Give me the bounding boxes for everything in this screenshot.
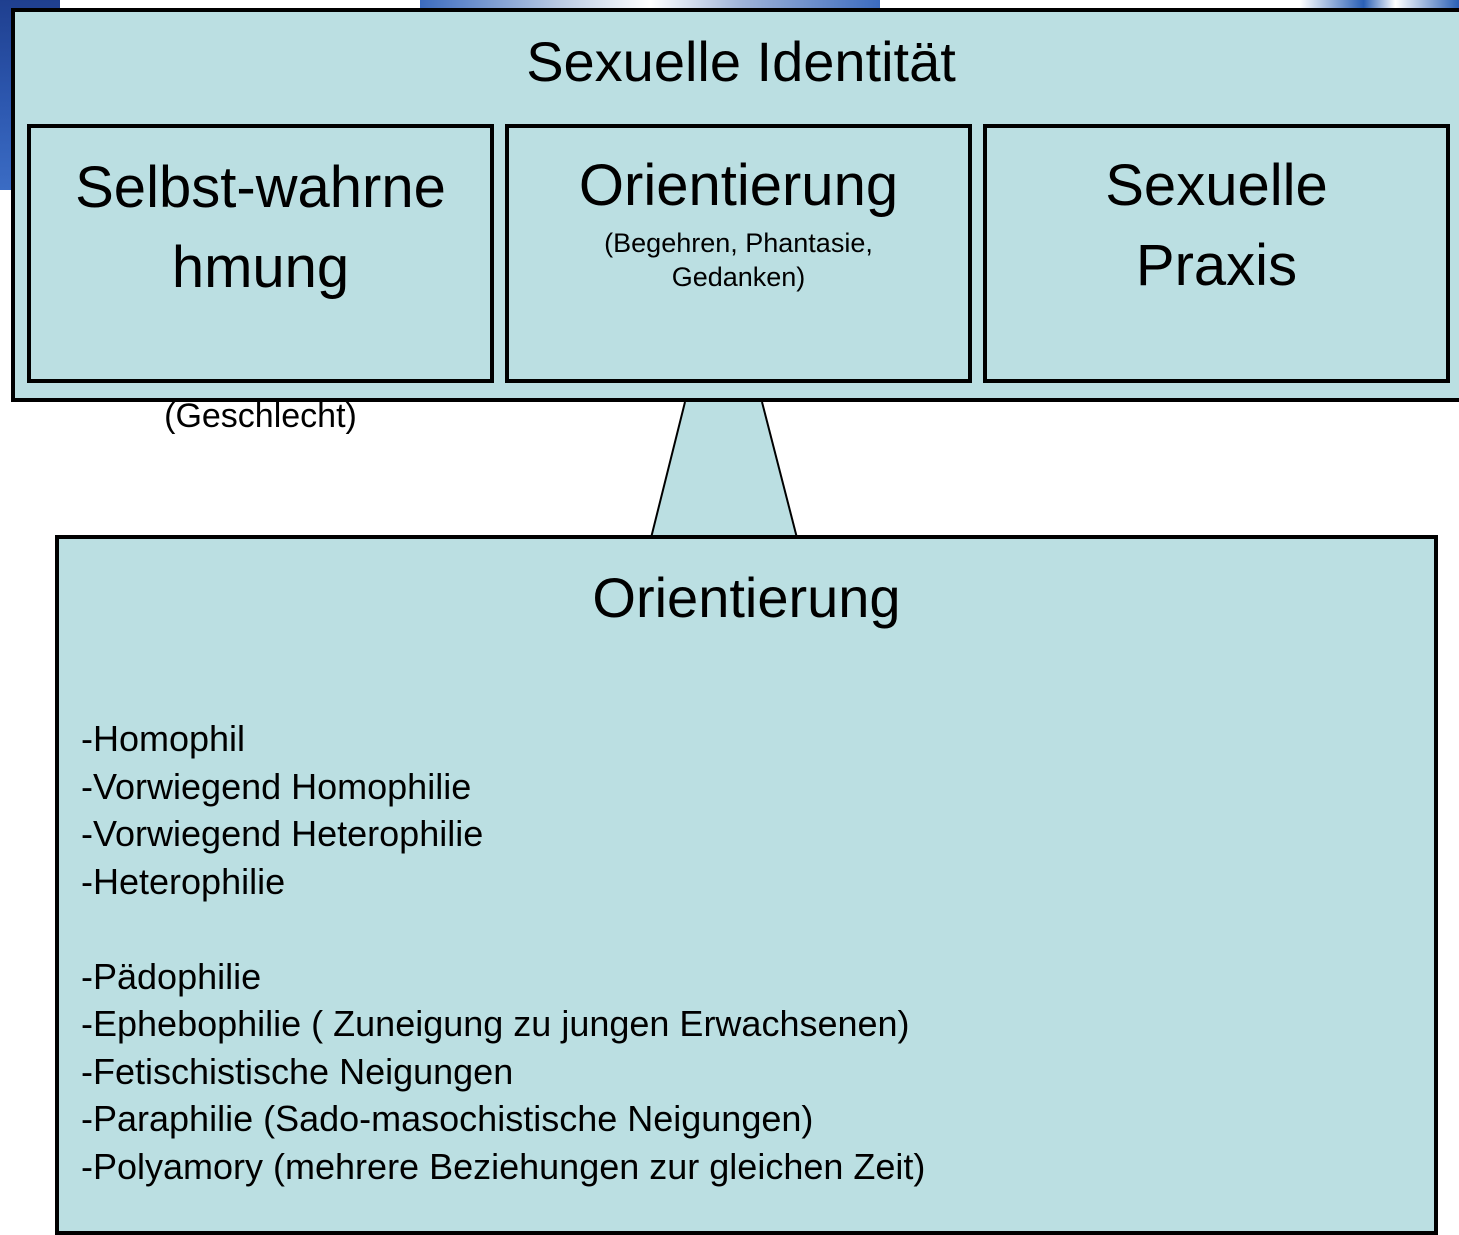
list-spacer <box>81 905 925 953</box>
background-logo-fragment <box>1300 0 1459 10</box>
orientation-list: -Homophil -Vorwiegend Homophilie -Vorwie… <box>81 715 925 1190</box>
component-self-perception: Selbst-wahrnehmung (Geschlecht) <box>27 124 494 434</box>
list-item: -Polyamory (mehrere Beziehungen zur glei… <box>81 1145 926 1187</box>
diagram-title: Sexuelle Identität <box>526 30 956 93</box>
component-label: Sexuelle Praxis <box>1105 153 1328 298</box>
list-item: -Homophil <box>81 718 246 759</box>
background-slide-image <box>420 0 880 10</box>
component-orientation: Orientierung (Begehren, Phantasie, Gedan… <box>505 124 972 383</box>
component-subtitle: (Geschlecht) <box>164 397 357 435</box>
list-item: -Ephebophilie ( Zuneigung zu jungen Erwa… <box>81 1003 910 1044</box>
component-subtitle: (Begehren, Phantasie, Gedanken) <box>604 228 873 292</box>
list-item: -Vorwiegend Homophilie <box>81 765 472 807</box>
list-item: -Fetischistische Neigungen <box>81 1050 514 1092</box>
component-label: Orientierung <box>578 153 899 218</box>
list-item: -Paraphilie (Sado-masochistische Neigung… <box>81 1098 814 1139</box>
list-item: -Vorwiegend Heterophilie <box>81 813 484 854</box>
callout-connector <box>650 401 798 539</box>
detail-title: Orientierung <box>592 566 901 629</box>
list-item: -Heterophilie <box>81 860 286 902</box>
component-sexual-practice: Sexuelle Praxis <box>983 124 1450 383</box>
list-item: -Pädophilie <box>81 955 262 997</box>
orientation-detail-box: Orientierung -Homophil -Vorwiegend Homop… <box>55 535 1438 1235</box>
component-label: Selbst-wahrnehmung <box>75 155 446 300</box>
